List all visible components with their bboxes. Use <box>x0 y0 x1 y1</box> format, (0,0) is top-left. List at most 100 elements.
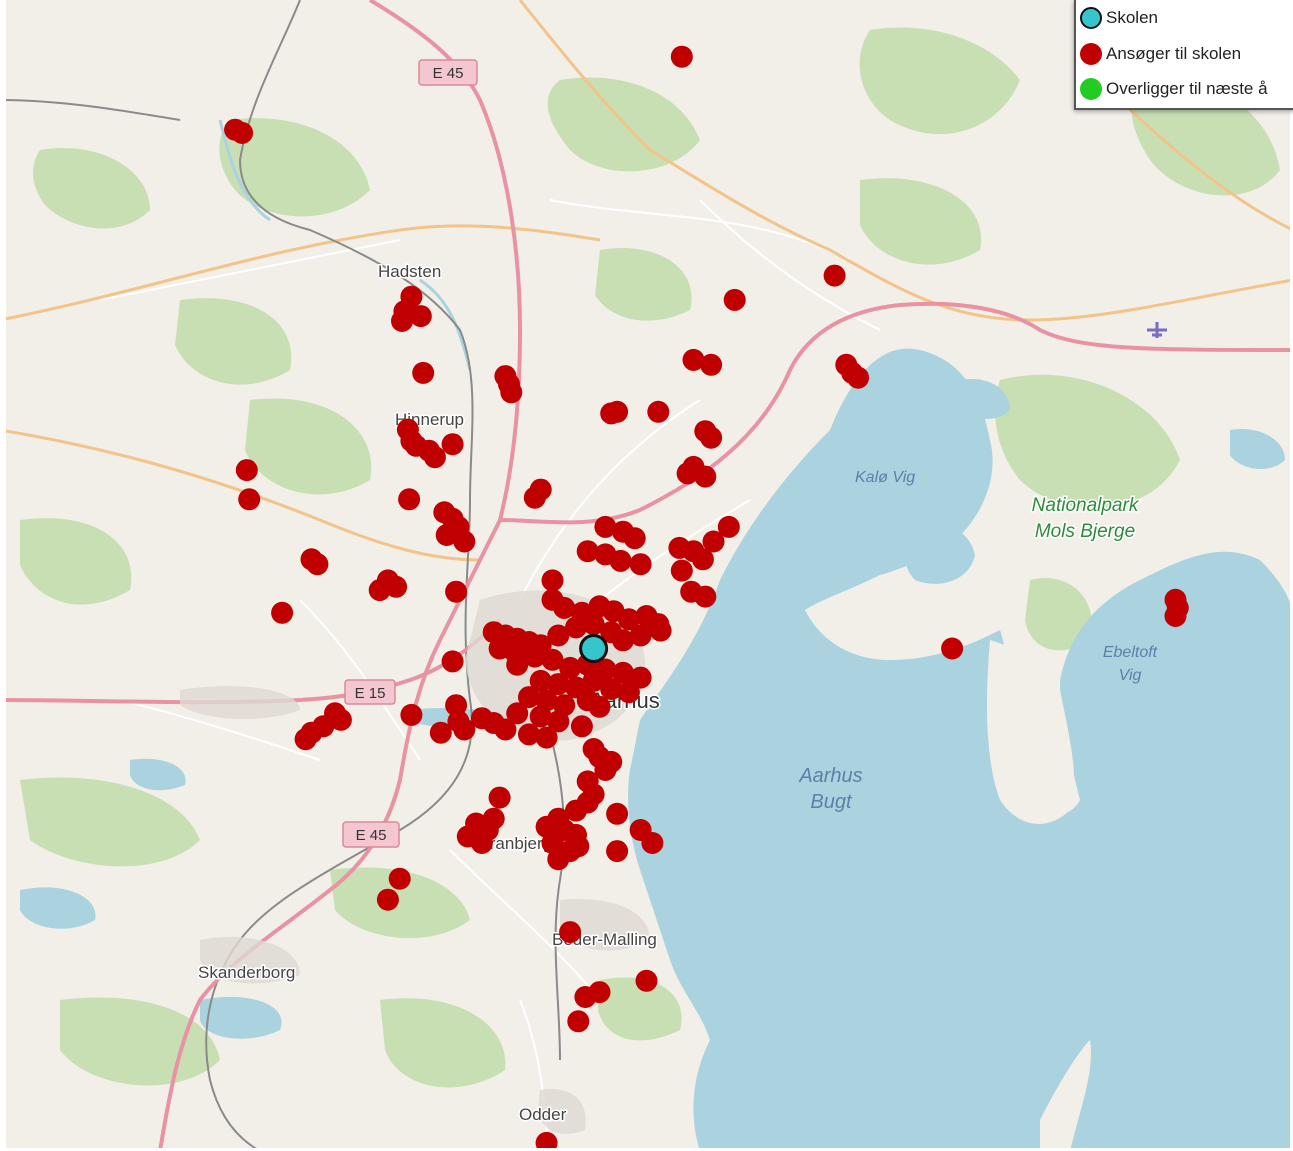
applicant-marker[interactable] <box>388 867 411 890</box>
applicant-marker[interactable] <box>582 613 605 636</box>
applicant-marker[interactable] <box>559 921 582 944</box>
applicant-marker[interactable] <box>691 548 714 571</box>
applicant-marker[interactable] <box>482 807 505 830</box>
applicant-marker[interactable] <box>717 515 740 538</box>
applicant-marker[interactable] <box>470 832 493 854</box>
applicant-marker[interactable] <box>588 695 611 718</box>
applicant-marker[interactable] <box>423 446 446 469</box>
applicant-marker[interactable] <box>600 678 623 700</box>
applicant-marker[interactable] <box>847 366 870 389</box>
applicant-marker[interactable] <box>682 348 705 371</box>
applicant-marker[interactable] <box>617 681 640 704</box>
applicant-marker[interactable] <box>594 515 617 538</box>
applicant-marker[interactable] <box>529 669 552 692</box>
applicant-marker[interactable] <box>676 462 699 485</box>
applicant-marker[interactable] <box>670 45 693 68</box>
applicant-marker[interactable] <box>565 799 587 822</box>
applicant-marker[interactable] <box>398 488 421 511</box>
applicant-marker[interactable] <box>306 553 329 576</box>
applicant-marker[interactable] <box>700 426 723 449</box>
applicant-marker[interactable] <box>488 786 511 809</box>
applicant-marker[interactable] <box>409 305 432 328</box>
applicant-marker[interactable] <box>606 840 629 863</box>
applicant-marker[interactable] <box>541 648 564 671</box>
applicant-marker[interactable] <box>329 708 352 731</box>
legend-label-waitlist: Overligger til næste å <box>1106 79 1268 98</box>
applicant-marker[interactable] <box>441 433 464 456</box>
applicant-marker[interactable] <box>500 381 523 404</box>
applicant-marker[interactable] <box>412 361 435 384</box>
applicant-marker[interactable] <box>582 669 605 692</box>
applicant-marker[interactable] <box>294 728 317 751</box>
airport-icon <box>1147 322 1167 338</box>
applicant-marker[interactable] <box>670 559 693 582</box>
applicant-marker[interactable] <box>445 694 468 717</box>
place-label-hadsten: Hadsten <box>378 262 441 281</box>
applicant-marker[interactable] <box>700 353 723 376</box>
applicant-marker[interactable] <box>649 619 672 642</box>
applicant-marker[interactable] <box>823 264 846 287</box>
applicant-marker[interactable] <box>553 596 576 619</box>
applicant-marker[interactable] <box>547 624 570 647</box>
applicant-marker[interactable] <box>635 969 658 992</box>
applicant-marker[interactable] <box>523 645 546 668</box>
applicant-marker[interactable] <box>494 718 517 741</box>
applicant-marker[interactable] <box>400 703 423 726</box>
applicant-marker[interactable] <box>606 400 629 423</box>
applicant-marker[interactable] <box>576 540 599 563</box>
applicant-marker[interactable] <box>941 637 964 660</box>
applicant-marker[interactable] <box>723 288 746 311</box>
applicant-marker[interactable] <box>271 601 294 624</box>
applicant-marker[interactable] <box>368 579 391 602</box>
applicant-marker[interactable] <box>547 673 570 696</box>
applicant-marker[interactable] <box>565 616 587 639</box>
applicant-marker[interactable] <box>694 585 717 608</box>
school-marker[interactable] <box>579 634 609 663</box>
applicant-marker[interactable] <box>547 848 570 871</box>
legend: Skolen Ansøger til skolen Overligger til… <box>1074 0 1293 110</box>
applicant-marker[interactable] <box>617 608 640 631</box>
applicant-marker[interactable] <box>535 726 558 749</box>
applicant-marker[interactable] <box>574 986 597 1008</box>
applicant-marker[interactable] <box>641 832 664 854</box>
applicant-marker[interactable] <box>506 653 529 676</box>
applicant-marker[interactable] <box>235 459 258 482</box>
applicant-marker[interactable] <box>541 569 564 592</box>
applicant-marker[interactable] <box>594 759 617 781</box>
applicant-marker[interactable] <box>567 1010 590 1033</box>
applicant-marker[interactable] <box>606 802 629 825</box>
applicant-marker[interactable] <box>453 530 476 553</box>
applicant-marker[interactable] <box>506 702 529 725</box>
applicant-marker[interactable] <box>629 666 652 689</box>
frame-left <box>0 0 6 1151</box>
applicant-marker[interactable] <box>612 661 634 684</box>
applicant-marker[interactable] <box>702 530 725 553</box>
applicant-marker[interactable] <box>453 718 476 741</box>
applicant-marker[interactable] <box>435 524 458 546</box>
applicant-marker[interactable] <box>629 624 652 647</box>
applicant-marker[interactable] <box>612 629 634 652</box>
applicant-marker[interactable] <box>694 465 717 488</box>
applicant-marker[interactable] <box>609 549 632 572</box>
applicant-marker[interactable] <box>535 1131 558 1151</box>
applicant-marker[interactable] <box>1164 605 1187 627</box>
applicant-marker[interactable] <box>523 486 546 509</box>
applicant-marker[interactable] <box>518 723 540 746</box>
applicant-marker[interactable] <box>385 575 408 598</box>
applicant-marker[interactable] <box>647 400 670 423</box>
applicant-marker[interactable] <box>518 686 540 709</box>
applicant-marker[interactable] <box>238 488 261 511</box>
applicant-marker[interactable] <box>441 650 464 673</box>
applicant-marker[interactable] <box>547 710 570 733</box>
applicant-marker[interactable] <box>570 715 593 738</box>
applicant-marker[interactable] <box>445 580 468 603</box>
applicant-marker[interactable] <box>529 705 552 728</box>
applicant-marker[interactable] <box>623 527 646 550</box>
applicant-marker[interactable] <box>629 553 652 576</box>
applicant-marker[interactable] <box>231 121 254 144</box>
applicant-marker[interactable] <box>376 888 399 911</box>
applicant-marker[interactable] <box>391 310 413 332</box>
applicant-marker[interactable] <box>559 656 582 679</box>
applicant-marker[interactable] <box>429 721 452 744</box>
